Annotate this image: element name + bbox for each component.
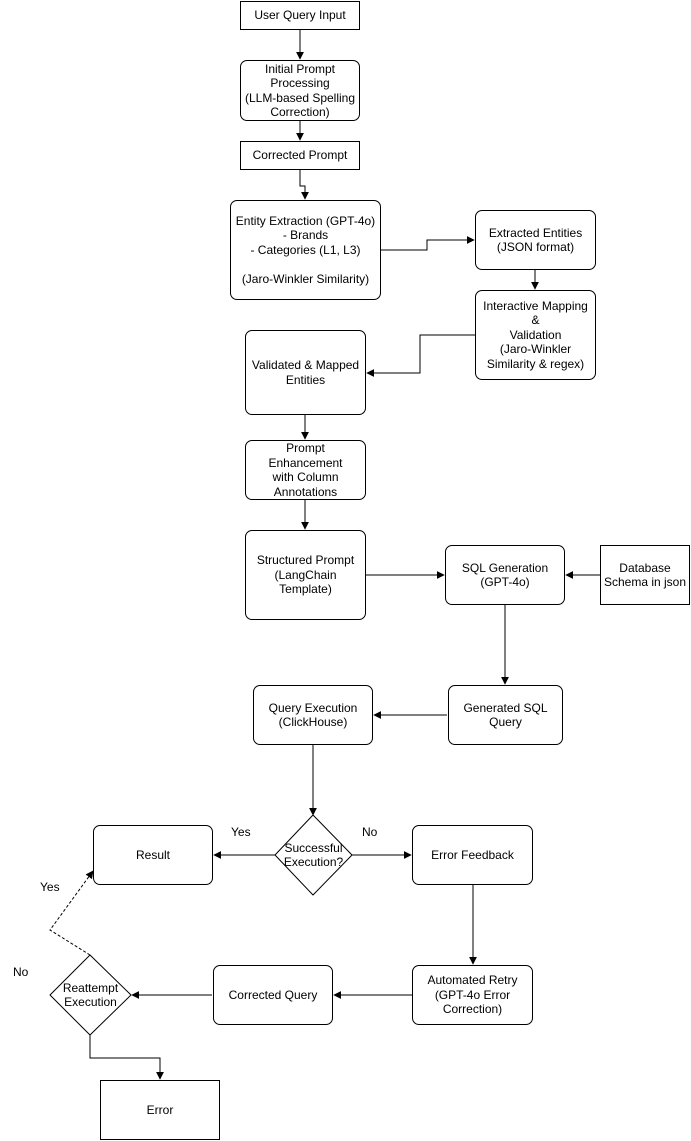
corrected-query-node: Corrected Query (213, 965, 333, 1025)
prompt-enhancement-node: Prompt Enhancement with Column Annotatio… (245, 440, 366, 500)
edge-label-reattempt-yes: Yes (40, 880, 60, 894)
sql-generation-node: SQL Generation (GPT-4o) (445, 545, 565, 605)
automated-retry-node: Automated Retry (GPT-4o Error Correction… (412, 965, 533, 1025)
successful-execution-decision: Successful Execution? (283, 840, 344, 870)
edge-interactive-mapping-to-validated-entities (366, 334, 475, 377)
result-node: Result (93, 825, 213, 885)
user-query-input-node: User Query Input (240, 1, 360, 30)
database-schema-node: Database Schema in json (600, 545, 690, 605)
corrected-prompt-node: Corrected Prompt (240, 141, 360, 170)
edge-corrected-prompt-to-entity-extraction (299, 170, 309, 200)
query-execution-node: Query Execution (ClickHouse) (253, 685, 373, 745)
edge-label-success-no: No (362, 825, 378, 839)
edge-label-reattempt-no: No (13, 965, 29, 979)
edge-label-success-yes: Yes (231, 825, 251, 839)
decision-diamond-shape (274, 814, 353, 896)
structured-prompt-node: Structured Prompt (LangChain Template) (245, 530, 366, 620)
edge-reattempt-to-result (49, 870, 94, 956)
initial-prompt-processing-node: Initial Prompt Processing (LLM-based Spe… (240, 60, 360, 121)
entity-extraction-node: Entity Extraction (GPT-4o) - Brands - Ca… (230, 200, 381, 300)
interactive-mapping-validation-node: Interactive Mapping & Validation (Jaro-W… (475, 290, 596, 380)
edge-entity-extraction-to-extracted-entities (381, 236, 475, 251)
error-feedback-node: Error Feedback (412, 825, 533, 885)
reattempt-execution-decision: Reattempt Execution (62, 980, 119, 1010)
edge-reattempt-to-error (89, 1035, 164, 1080)
generated-sql-query-node: Generated SQL Query (448, 685, 563, 745)
extracted-entities-node: Extracted Entities (JSON format) (475, 210, 596, 270)
validated-mapped-entities-node: Validated & Mapped Entities (245, 330, 366, 415)
error-node: Error (100, 1080, 220, 1140)
reattempt-diamond-shape (49, 954, 132, 1036)
